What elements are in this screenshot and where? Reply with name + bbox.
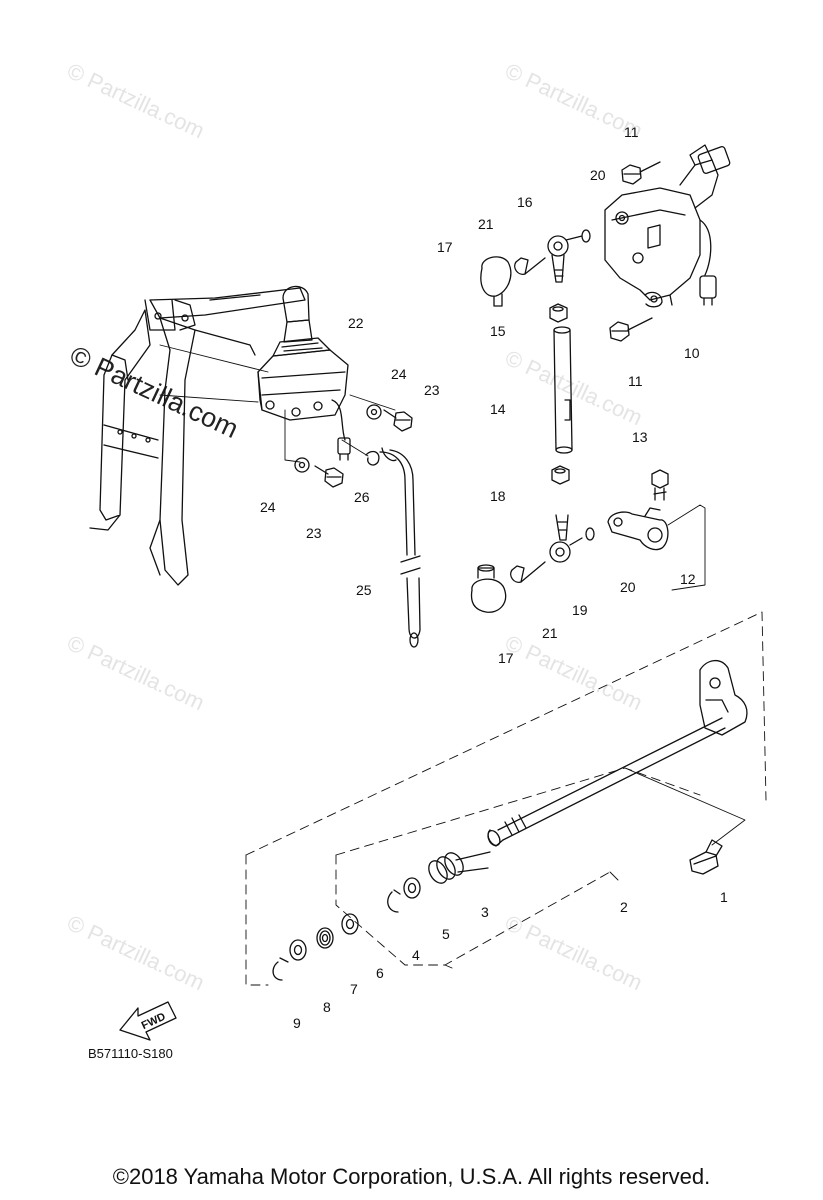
callout-3: 3 [481, 904, 489, 920]
bolt [621, 161, 661, 185]
cable-clip [365, 450, 380, 466]
callout-4: 4 [412, 947, 420, 963]
nut [551, 465, 570, 485]
callout-17-top: 17 [437, 239, 453, 255]
callout-2: 2 [620, 899, 628, 915]
circlip [272, 957, 289, 981]
washer [366, 404, 382, 420]
bolt [314, 465, 344, 488]
ball-joint-cap [470, 564, 507, 613]
callout-12: 12 [680, 571, 696, 587]
callout-20-top: 20 [590, 167, 606, 183]
callout-16: 16 [517, 194, 533, 210]
callout-11-bottom: 11 [628, 373, 643, 389]
shift-lever [607, 507, 669, 551]
callout-5: 5 [442, 926, 450, 942]
washer [403, 877, 421, 899]
callout-23-right: 23 [424, 382, 440, 398]
callout-21-top: 21 [478, 216, 494, 232]
bolt [514, 257, 546, 275]
shift-shaft [487, 660, 748, 847]
callout-19: 19 [572, 602, 588, 618]
nut [549, 303, 568, 323]
callout-9: 9 [293, 1015, 301, 1031]
rod-end [549, 514, 583, 563]
callout-13: 13 [632, 429, 648, 445]
callout-24-right: 24 [391, 366, 407, 382]
bolt [651, 469, 669, 501]
alignment-lines [159, 344, 396, 463]
shift-actuator [604, 144, 731, 308]
washer [289, 939, 307, 961]
fwd-arrow-icon: FWD [119, 1001, 177, 1041]
diagram-code: B571110-S180 [88, 1046, 173, 1061]
remote-control-box [257, 285, 351, 461]
leader-lines [444, 767, 746, 969]
callout-18: 18 [490, 488, 506, 504]
callout-24-bottom: 24 [260, 499, 276, 515]
washer [294, 457, 310, 473]
oil-seal [316, 927, 334, 949]
assembly-outline [245, 611, 767, 986]
shift-rod [553, 326, 573, 454]
bolt [609, 317, 653, 342]
bolt [383, 409, 413, 432]
callout-17-bottom: 17 [498, 650, 514, 666]
callout-23-bottom: 23 [306, 525, 322, 541]
circlip [387, 889, 401, 913]
callout-11-top: 11 [624, 124, 639, 140]
callout-1: 1 [720, 889, 728, 905]
callout-15: 15 [490, 323, 506, 339]
callout-26: 26 [354, 489, 370, 505]
lever-bracket-lines [667, 504, 706, 591]
callout-14: 14 [490, 401, 506, 417]
callout-21-bottom: 21 [542, 625, 558, 641]
bolt [510, 561, 546, 583]
copyright-notice: ©2018 Yamaha Motor Corporation, U.S.A. A… [112, 1164, 711, 1189]
callout-22: 22 [348, 315, 364, 331]
callout-20-bottom: 20 [620, 579, 636, 595]
washer [341, 913, 359, 935]
stopper-bolt [689, 839, 723, 875]
callout-10: 10 [684, 345, 700, 361]
rod-end [547, 235, 583, 283]
ball-joint-cap [480, 256, 512, 307]
callout-6: 6 [376, 965, 384, 981]
torsion-spring [428, 851, 491, 884]
callout-7: 7 [350, 981, 358, 997]
collar [581, 229, 591, 243]
shift-cable [379, 447, 421, 648]
collar [585, 527, 595, 541]
steering-frame [89, 287, 306, 586]
callout-25: 25 [356, 582, 372, 598]
callout-8: 8 [323, 999, 331, 1015]
